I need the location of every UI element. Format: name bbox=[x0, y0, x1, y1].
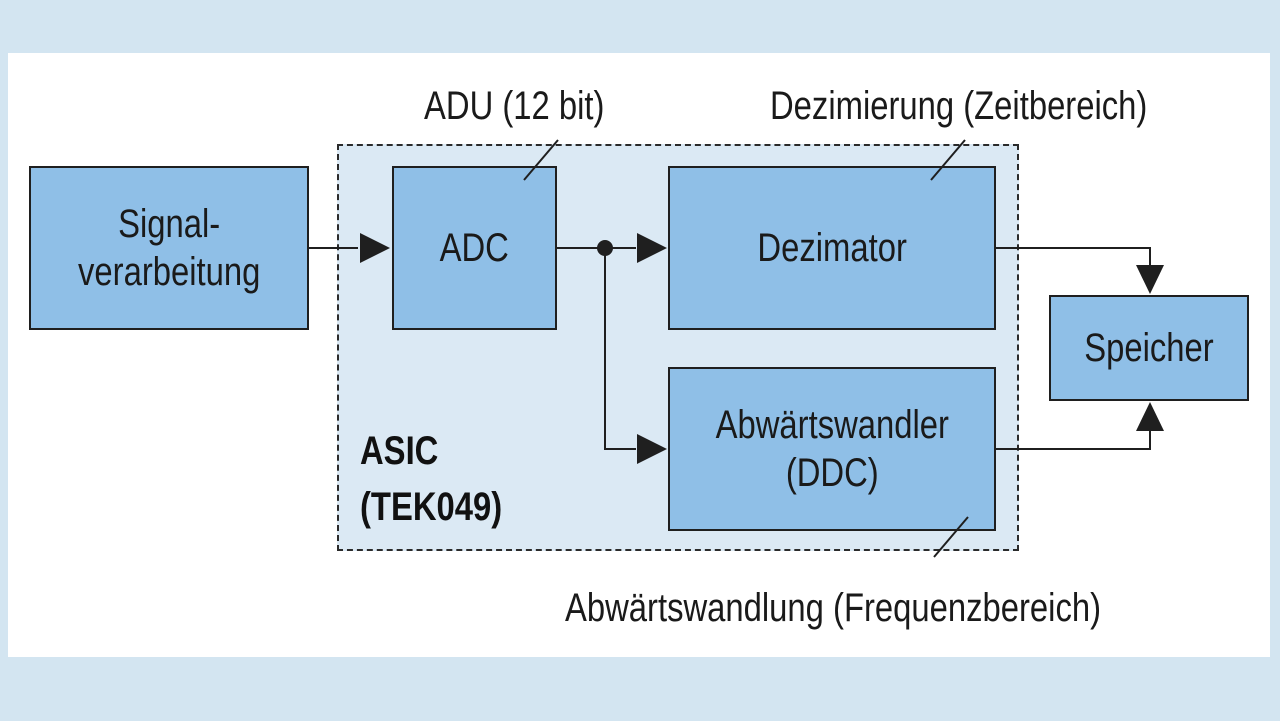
leader-decimation bbox=[930, 139, 966, 181]
arrow-junction-to-downconverter bbox=[637, 434, 667, 464]
decimator-label: Dezimator bbox=[757, 226, 907, 270]
arrow-decimator-to-memory bbox=[1136, 265, 1164, 294]
wire-decimator-to-memory bbox=[996, 247, 1151, 268]
downconverter-label: Abwärtswandler (DDC) bbox=[715, 403, 949, 495]
decimator-block: Dezimator bbox=[668, 166, 996, 330]
arrow-signal-to-adc bbox=[360, 233, 390, 263]
leader-downconversion bbox=[933, 516, 969, 558]
adc-label: ADC bbox=[439, 226, 510, 270]
adu-annotation: ADU (12 bit) bbox=[424, 84, 605, 128]
arrow-adc-to-decimator bbox=[637, 233, 667, 263]
memory-block: Speicher bbox=[1049, 295, 1249, 401]
downconverter-block: Abwärtswandler (DDC) bbox=[668, 367, 996, 531]
signal-processing-label: Signal- verarbeitung bbox=[77, 202, 261, 294]
downconversion-annotation: Abwärtswandlung (Frequenzbereich) bbox=[565, 586, 1102, 630]
signal-processing-block: Signal- verarbeitung bbox=[29, 166, 309, 330]
wire-junction-to-downconverter bbox=[604, 248, 636, 450]
asic-label: ASIC (TEK049) bbox=[360, 429, 503, 529]
arrow-downconverter-to-memory bbox=[1136, 402, 1164, 431]
memory-label: Speicher bbox=[1084, 326, 1214, 370]
leader-adu bbox=[523, 139, 559, 181]
decimation-annotation: Dezimierung (Zeitbereich) bbox=[770, 84, 1148, 128]
wire-downconverter-to-memory bbox=[996, 428, 1151, 450]
adc-block: ADC bbox=[392, 166, 557, 330]
